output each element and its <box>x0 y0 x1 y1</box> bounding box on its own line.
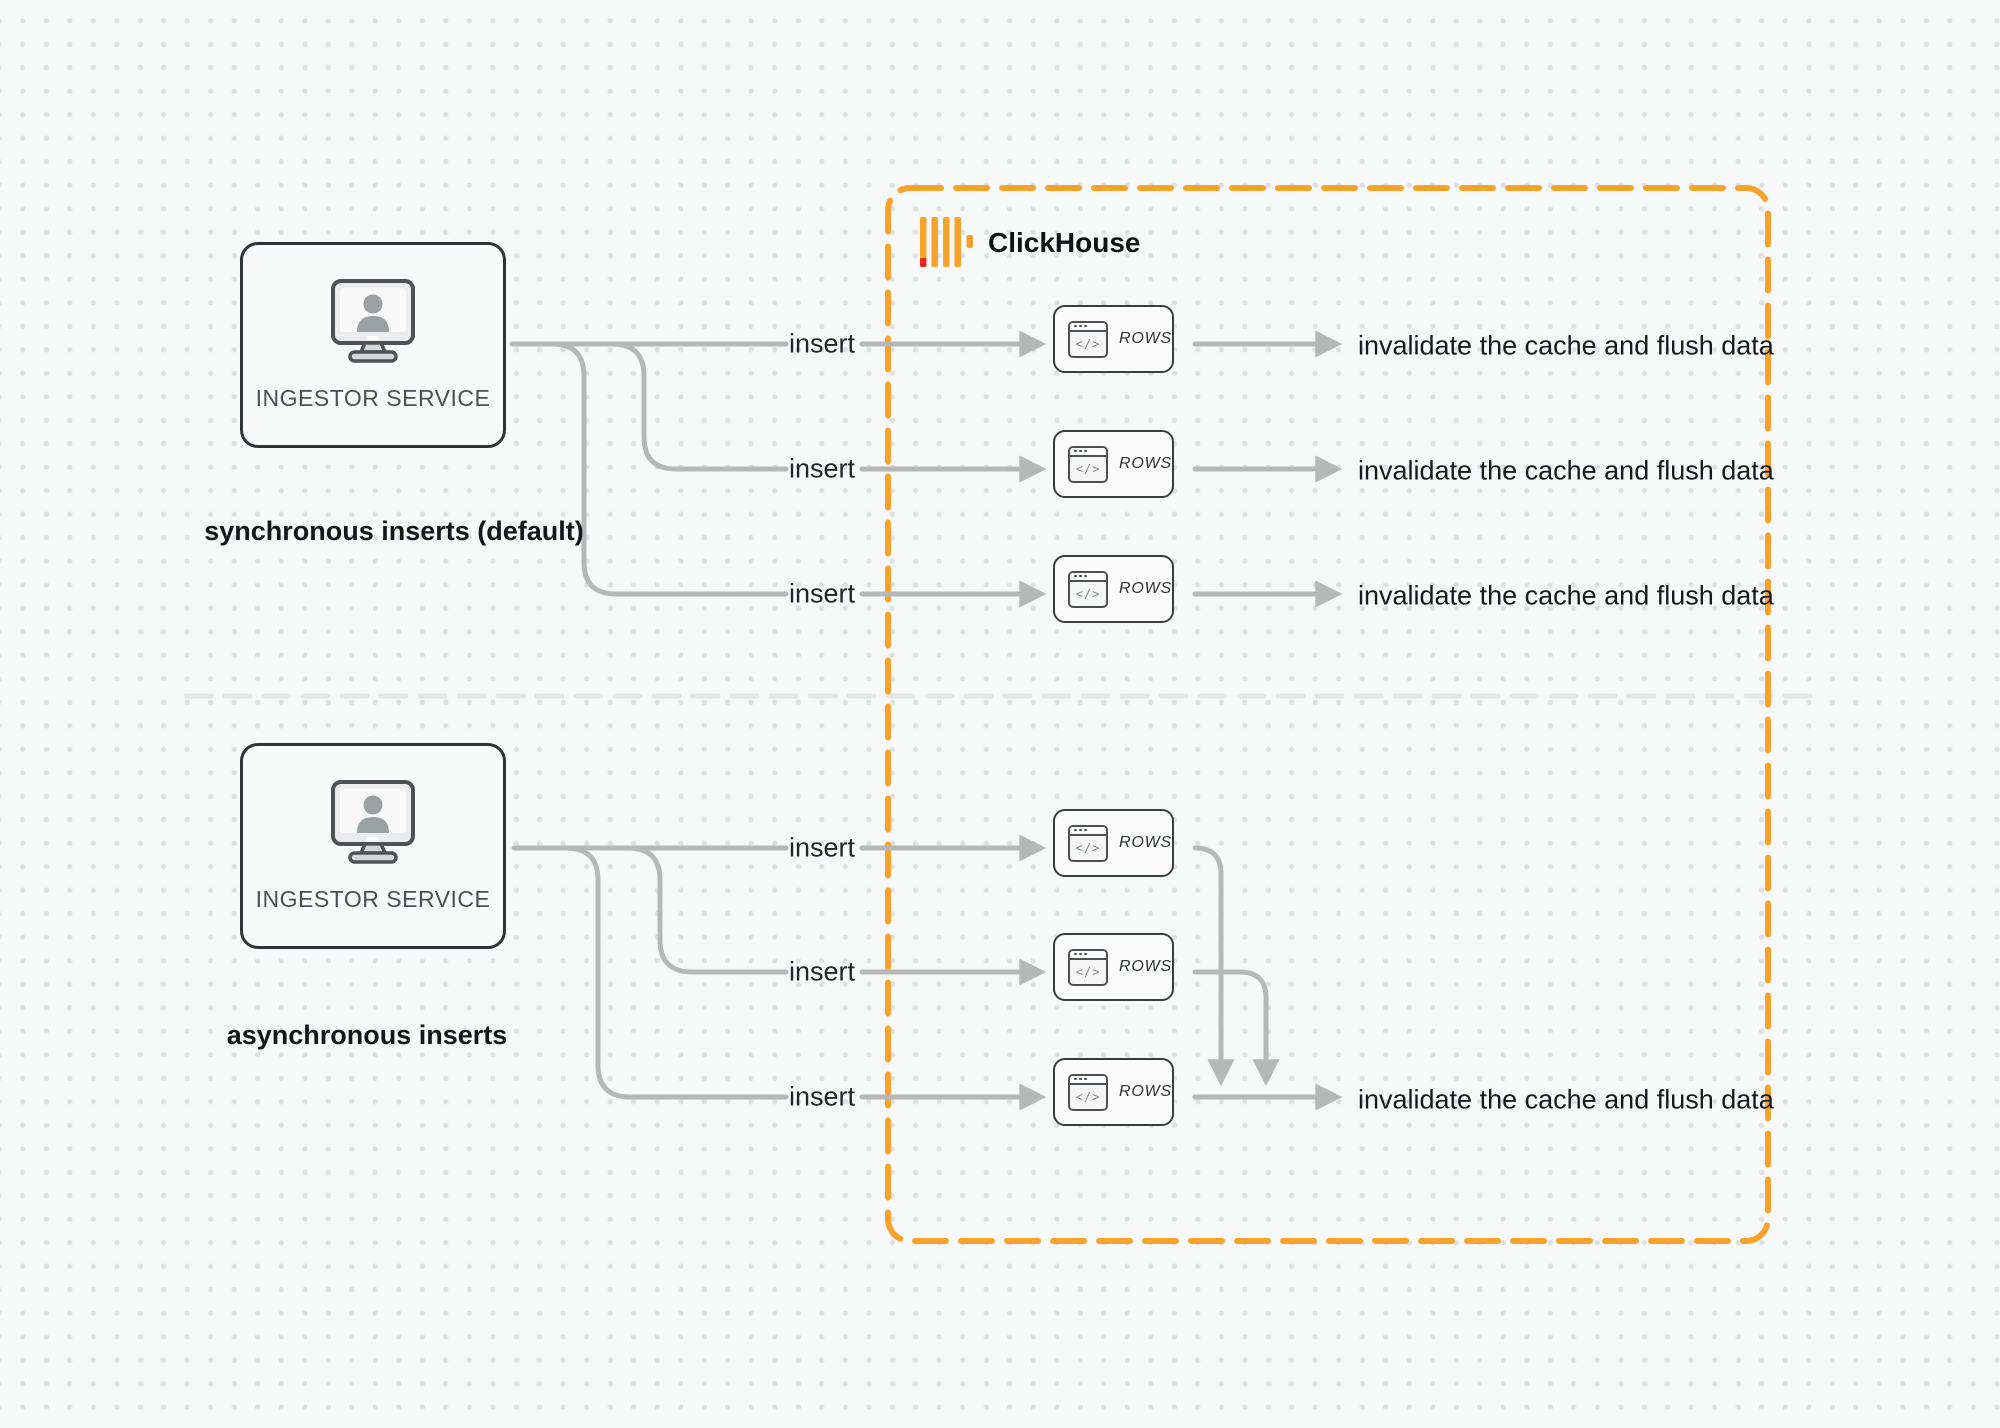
insert-label: insert <box>788 832 856 863</box>
rows-node-label: ROWS <box>1119 580 1172 597</box>
insert-label: insert <box>788 956 856 987</box>
insert-label: insert <box>788 453 856 484</box>
async-connectors <box>511 834 1343 1111</box>
code-window-icon: </> <box>1068 824 1109 862</box>
result-label: invalidate the cache and flush data <box>1358 1084 1774 1115</box>
insert-label: insert <box>788 578 856 609</box>
code-window-icon: </> <box>1068 1073 1109 1111</box>
ingestor-service-box-sync: INGESTOR SERVICE <box>240 242 506 448</box>
result-label: invalidate the cache and flush data <box>1358 580 1774 611</box>
rows-node-label: ROWS <box>1119 834 1172 851</box>
rows-node-label: ROWS <box>1119 455 1172 472</box>
rows-node: </> ROWS <box>1053 1058 1184 1136</box>
clickhouse-label: ClickHouse <box>988 227 1141 258</box>
code-window-icon: </> <box>1068 570 1109 608</box>
code-window-icon: </> <box>1068 445 1109 483</box>
rows-node: </> ROWS <box>1053 305 1184 383</box>
monitor-user-icon <box>317 278 429 371</box>
code-window-icon: </> <box>1068 320 1109 358</box>
rows-node: </> ROWS <box>1053 555 1184 633</box>
sync-section-caption: synchronous inserts (default) <box>204 516 584 546</box>
insert-label: insert <box>788 1081 856 1112</box>
monitor-user-icon <box>317 779 429 872</box>
clickhouse-logo-icon <box>920 216 1070 268</box>
insert-label: insert <box>788 328 856 359</box>
ingestor-service-box-async: INGESTOR SERVICE <box>240 743 506 949</box>
service-label: INGESTOR SERVICE <box>255 385 491 411</box>
rows-node: </> ROWS <box>1053 430 1184 508</box>
result-label: invalidate the cache and flush data <box>1358 330 1774 361</box>
rows-node-label: ROWS <box>1119 330 1172 347</box>
rows-node: </> ROWS <box>1053 809 1184 887</box>
service-label: INGESTOR SERVICE <box>255 886 491 912</box>
result-label: invalidate the cache and flush data <box>1358 455 1774 486</box>
rows-node-label: ROWS <box>1119 958 1172 975</box>
clickhouse-dashed-border <box>885 185 1771 1244</box>
rows-node: </> ROWS <box>1053 933 1184 1011</box>
async-section-caption: asynchronous inserts <box>226 1020 508 1050</box>
sync-connectors <box>509 330 1343 608</box>
code-window-icon: </> <box>1068 948 1109 986</box>
rows-node-label: ROWS <box>1119 1083 1172 1100</box>
